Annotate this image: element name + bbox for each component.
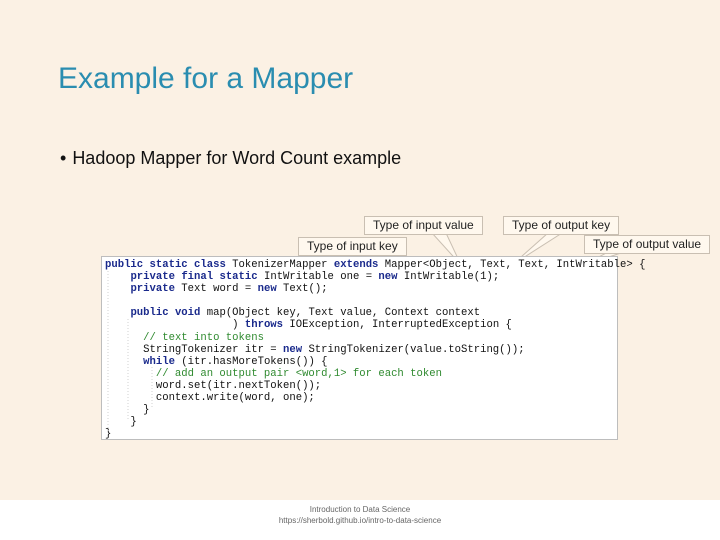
code-line: public void map(Object key, Text value, … bbox=[130, 307, 481, 320]
code-line: // add an output pair <word,1> for each … bbox=[155, 367, 442, 380]
code-line: } bbox=[105, 404, 150, 417]
code-line: ) throws IOException, InterruptedExcepti… bbox=[105, 319, 512, 332]
mapper-code: public static class TokenizerMapper exte… bbox=[105, 259, 645, 441]
code-line: StringTokenizer itr = new StringTokenize… bbox=[105, 343, 525, 356]
callout-input-value: Type of input value bbox=[364, 216, 483, 235]
code-line: private Text word = new Text(); bbox=[130, 283, 328, 296]
code-line: word.set(itr.nextToken()); bbox=[105, 379, 322, 392]
indent-guides bbox=[107, 271, 153, 431]
bullet-point: •Hadoop Mapper for Word Count example bbox=[60, 148, 401, 169]
code-line: while (itr.hasMoreTokens()) { bbox=[143, 355, 328, 368]
slide-title: Example for a Mapper bbox=[58, 62, 354, 95]
callout-input-key: Type of input key bbox=[298, 237, 407, 256]
bullet-text: Hadoop Mapper for Word Count example bbox=[72, 148, 402, 168]
code-line: // text into tokens bbox=[143, 331, 264, 344]
code-line: public static class TokenizerMapper exte… bbox=[105, 259, 646, 271]
code-block: public static class TokenizerMapper exte… bbox=[101, 256, 645, 441]
footer: Introduction to Data Science https://she… bbox=[0, 504, 720, 526]
footer-url: https://sherbold.github.io/intro-to-data… bbox=[278, 516, 442, 525]
code-line: } bbox=[105, 416, 137, 429]
code-line: private final static IntWritable one = n… bbox=[130, 271, 500, 284]
code-line: context.write(word, one); bbox=[105, 392, 315, 405]
callout-output-value: Type of output value bbox=[584, 235, 711, 254]
footer-course: Introduction to Data Science bbox=[309, 505, 411, 514]
bullet-symbol: • bbox=[60, 148, 67, 168]
code-line: } bbox=[105, 428, 112, 441]
callout-output-key: Type of output key bbox=[503, 216, 620, 235]
